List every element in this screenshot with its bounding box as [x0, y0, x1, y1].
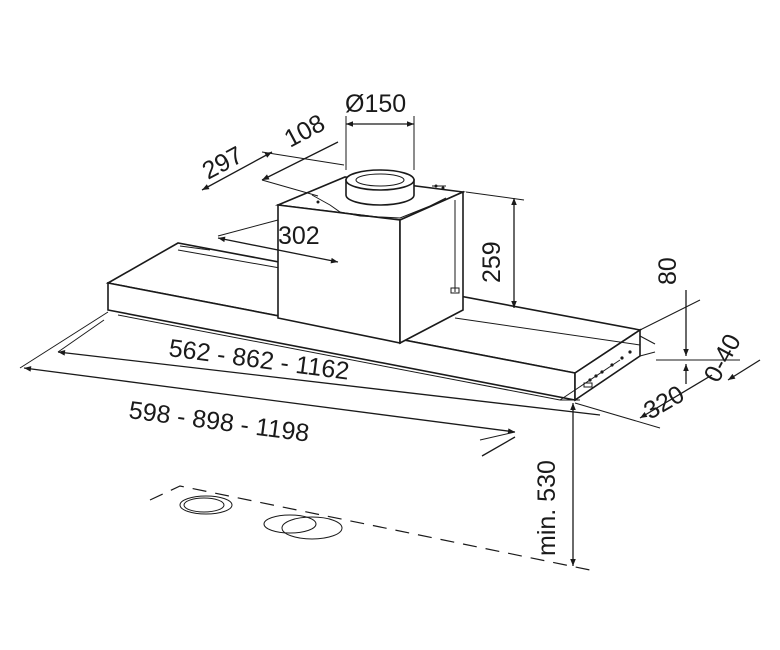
cooktop: [149, 485, 591, 571]
cooktop-burner-icon: [263, 514, 343, 540]
range-hood-drawing: [105, 169, 656, 402]
chimney-side-face: [399, 190, 464, 345]
dim-108: 108: [280, 109, 330, 153]
dim-duct-diameter: Ø150: [345, 90, 406, 118]
dim-259: 259: [478, 241, 506, 283]
dim-297: 297: [198, 141, 248, 185]
duct-collar: [311, 169, 447, 219]
cooktop-burner-icon: [179, 495, 233, 515]
dim-320: 320: [639, 380, 689, 425]
dim-0-40: 0-40: [699, 329, 747, 386]
dim-outer-width: 598 - 898 - 1198: [127, 396, 311, 447]
dim-80: 80: [654, 257, 682, 285]
dim-min-height: min. 530: [533, 460, 561, 556]
dim-302: 302: [278, 222, 320, 250]
